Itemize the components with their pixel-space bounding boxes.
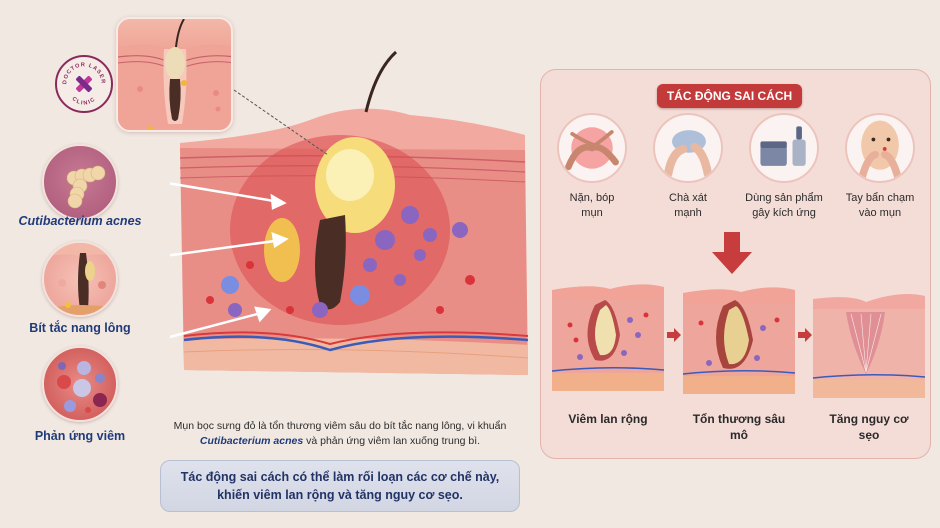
skin-cross-section-illustration bbox=[119, 40, 530, 410]
skincare-products-icon bbox=[749, 113, 819, 183]
label-inflammatory-response: Phản ứng viêm bbox=[34, 429, 126, 443]
warning-callout-box: Tác động sai cách có thể làm rối loạn cá… bbox=[160, 460, 520, 512]
label-clogged-follicle: Bít tắc nang lông bbox=[29, 321, 131, 335]
outcome-image-deep-tissue-damage bbox=[681, 278, 797, 396]
outcome-label-spread-inflammation: Viêm lan rộng bbox=[568, 412, 648, 426]
arrow-right-icon bbox=[798, 328, 812, 342]
logo-bottom-text: CLINIC bbox=[71, 96, 96, 107]
touching-face-icon bbox=[845, 113, 915, 183]
scrubbing-icon bbox=[653, 113, 723, 183]
outcome-image-scar-risk bbox=[811, 284, 927, 402]
clogged-follicle-icon bbox=[42, 241, 118, 317]
caption-line2: và phản ứng viêm lan xuống trung bì. bbox=[303, 435, 481, 447]
caption-line1: Mụn bọc sưng đỏ là tổn thương viêm sâu d… bbox=[173, 420, 507, 432]
cross-icon bbox=[76, 76, 92, 92]
clinic-logo: DOCTOR LASER CLINIC bbox=[55, 55, 113, 113]
illustration-caption: Mụn bọc sưng đỏ là tổn thương viêm sâu d… bbox=[160, 419, 520, 449]
inflammatory-cells-icon bbox=[42, 346, 118, 422]
label-cutibacterium-acnes: Cutibacterium acnes bbox=[18, 214, 142, 228]
panel-title-badge: TÁC ĐỘNG SAI CÁCH bbox=[657, 84, 802, 108]
callout-line1: Tác động sai cách có thể làm rối loạn cá… bbox=[180, 470, 500, 484]
bacteria-icon bbox=[42, 144, 118, 220]
outcome-image-spread-inflammation bbox=[550, 275, 666, 393]
svg-text:CLINIC: CLINIC bbox=[71, 96, 98, 107]
follicle-zoom-inset bbox=[116, 17, 233, 132]
arrow-down-icon bbox=[712, 232, 752, 274]
squeezing-hands-icon bbox=[557, 113, 627, 183]
arrow-right-icon bbox=[667, 328, 681, 342]
callout-line2: khiến viêm lan rộng và tăng nguy cơ sẹo. bbox=[217, 488, 463, 502]
caption-species: Cutibacterium acnes bbox=[199, 435, 304, 447]
